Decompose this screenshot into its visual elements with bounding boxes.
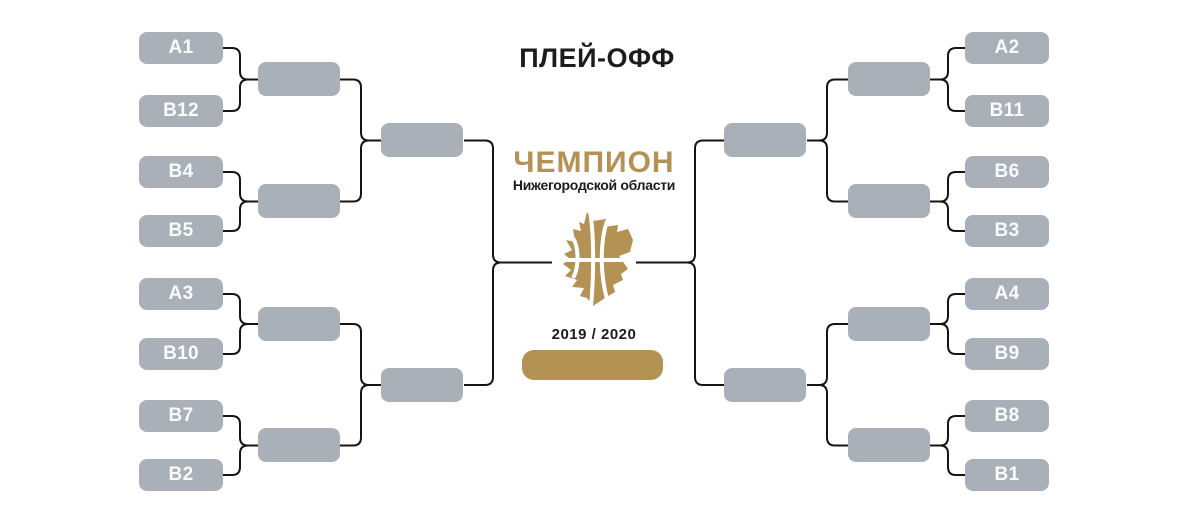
team-box-a2: A2: [965, 32, 1049, 64]
team-box-b7: B7: [139, 400, 223, 432]
team-box-b11: B11: [965, 95, 1049, 127]
semifinal-slot-left-2: [381, 368, 463, 402]
quarterfinal-slot-left-4: [258, 428, 340, 462]
team-box-b8: B8: [965, 400, 1049, 432]
champion-sublabel: Нижегородской области: [512, 177, 676, 193]
page-title: ПЛЕЙ-ОФФ: [519, 43, 675, 73]
team-box-b12: B12: [139, 95, 223, 127]
team-box-b4: B4: [139, 156, 223, 188]
basketball-seams: [560, 212, 636, 306]
quarterfinal-slot-left-1: [258, 62, 340, 96]
semifinal-slot-right-2: [724, 368, 806, 402]
quarterfinal-slot-left-3: [258, 307, 340, 341]
semifinal-slot-right-1: [724, 123, 806, 157]
quarterfinal-slot-right-3: [848, 307, 930, 341]
champion-winner-box: [522, 350, 663, 380]
team-box-b10: B10: [139, 338, 223, 370]
quarterfinal-slot-left-2: [258, 184, 340, 218]
semifinal-slot-left-1: [381, 123, 463, 157]
quarterfinal-slot-right-4: [848, 428, 930, 462]
team-box-b1: B1: [965, 459, 1049, 491]
team-box-a3: A3: [139, 278, 223, 310]
team-box-b9: B9: [965, 338, 1049, 370]
quarterfinal-slot-right-2: [848, 184, 930, 218]
champion-label: ЧЕМПИОН: [513, 146, 675, 179]
quarterfinal-slot-right-1: [848, 62, 930, 96]
team-box-b6: B6: [965, 156, 1049, 188]
team-box-b2: B2: [139, 459, 223, 491]
season-label: 2019 / 2020: [551, 326, 637, 343]
team-box-a4: A4: [965, 278, 1049, 310]
team-box-b5: B5: [139, 215, 223, 247]
basketball-region-logo: [560, 212, 636, 306]
team-box-a1: A1: [139, 32, 223, 64]
team-box-b3: B3: [965, 215, 1049, 247]
